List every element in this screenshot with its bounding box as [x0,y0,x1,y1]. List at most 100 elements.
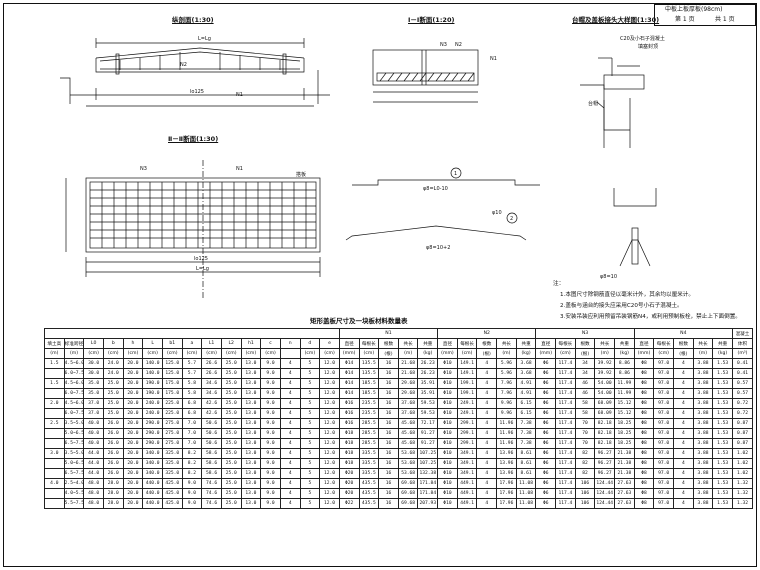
table-group-n1: N1 [338,328,439,339]
table-cell: 3.88 [692,398,714,409]
table-cell: 97.0 [653,368,674,379]
table-header-cell: 根数 [574,338,596,349]
table-cell: 5.96 [496,358,517,369]
table-cell: 4 [673,378,694,389]
table-cell: 5.0~6.5 [63,458,85,469]
table-cell: 449.1 [456,478,478,489]
table-cell: 11.08 [515,488,537,499]
svg-text:2: 2 [510,216,513,222]
table-cell: 13.0 [240,428,262,439]
table-unit-cell: (cm) [102,348,124,359]
table-unit-cell: (cm) [142,348,163,359]
table-cell: 4 [279,388,301,399]
table-header-cell: n [279,338,301,349]
table-unit-cell: (cm) [181,348,203,359]
table-cell: 16 [378,478,399,489]
table-cell: 1.5 [44,358,65,369]
table-cell: 0.57 [731,378,754,389]
table-cell: 275.0 [161,418,183,429]
table-header-cell: 共重 [712,338,733,349]
table-cell: 9.0 [260,438,281,449]
bar-3-label: φ10 [492,210,502,216]
table-cell: 13.0 [240,498,262,509]
table-cell: 190.0 [142,388,163,399]
table-cell: Φ20 [338,478,360,489]
table-cell: 17.96 [496,488,517,499]
table-cell: 8.2 [181,458,203,469]
table-cell: 8.61 [515,468,537,479]
table-cell: 18.25 [614,438,635,449]
table-cell: 0.41 [731,358,754,369]
elevation-view: L=Lg lo125 N1 N2 [60,36,330,107]
table-cell: 3.88 [692,378,714,389]
table-cell: 4 [476,388,498,399]
table-cell: 13.0 [240,438,262,449]
table-header-cell: 直径 [535,338,557,349]
table-cell: 30.0 [83,368,104,379]
table-cell: 35.91 [417,388,439,399]
table-cell: 20.0 [122,458,144,469]
table-cell: 26.0 [102,458,124,469]
table-cell: 285.5 [358,418,380,429]
table-cell: 25.0 [220,408,242,419]
table-cell: Φ14 [338,358,360,369]
table-cell: 117.4 [555,498,576,509]
table-cell: 5.7 [181,368,203,379]
table-unit-cell: (cm) [161,348,183,359]
table-cell: 97.0 [653,388,674,399]
table-cell: 40.0 [83,418,104,429]
table-cell: Φ6 [535,418,557,429]
table-cell: 9.0 [260,368,281,379]
table-cell: 82.18 [594,428,616,439]
table-cell: 16 [378,488,399,499]
view-title-section-2: Ⅱ－Ⅱ断面(1:30) [168,135,219,143]
table-cell: Φ6 [535,388,557,399]
table-cell: 1.53 [712,498,733,509]
table-cell: 20.0 [122,378,144,389]
table-cell: 4 [673,398,694,409]
table-cell: Φ6 [535,408,557,419]
table-cell: 28.0 [102,478,124,489]
table-cell: 299.1 [456,428,478,439]
table-cell: 82 [574,458,596,469]
table-cell: 0.87 [731,438,754,449]
table-unit-cell: (mm) [633,348,655,359]
table-cell [44,438,65,449]
table-cell: 299.1 [456,418,478,429]
table-cell: 117.4 [555,428,576,439]
table-cell: 48.0 [83,488,104,499]
table-cell: 4 [673,358,694,369]
table-cell: 240.0 [142,408,163,419]
table-cell: 5 [299,498,321,509]
table-cell: 1.53 [712,408,733,419]
table-cell: 91.27 [417,438,439,449]
table-cell: 2.5~4.0 [63,478,85,489]
table-cell: Φ10 [437,368,458,379]
note-2: 2.盖板与涵台的接头应采用C20号小石子混凝土。 [560,303,683,309]
table-cell: 97.0 [653,358,674,369]
table-cell: 435.5 [358,488,380,499]
table-cell: 97.0 [653,418,674,429]
table-cell: 12.0 [319,498,340,509]
section-2-total-label: L=Lg [196,266,209,272]
table-header-cell: 共重 [614,338,635,349]
table-cell: 7.96 [496,378,517,389]
table-cell: 3.88 [692,358,714,369]
table-cell: 12.0 [319,408,340,419]
table-cell: 35.91 [417,378,439,389]
table-unit-cell: (根) [378,348,399,359]
section-2-view: lo125 L=Lg N3 N1 搭板 [65,160,321,300]
table-cell: 4 [279,428,301,439]
table-header-cell: 根数 [673,338,694,349]
table-cell: 25.0 [220,438,242,449]
table-cell: 440.0 [142,498,163,509]
table-cell: 4 [673,388,694,399]
table-cell: 1.32 [731,498,754,509]
table-header-cell: 标准跨径 [63,338,85,349]
table-cell: 12.0 [319,458,340,469]
table-cell: 440.0 [142,478,163,489]
table-header-cell: c [260,338,281,349]
